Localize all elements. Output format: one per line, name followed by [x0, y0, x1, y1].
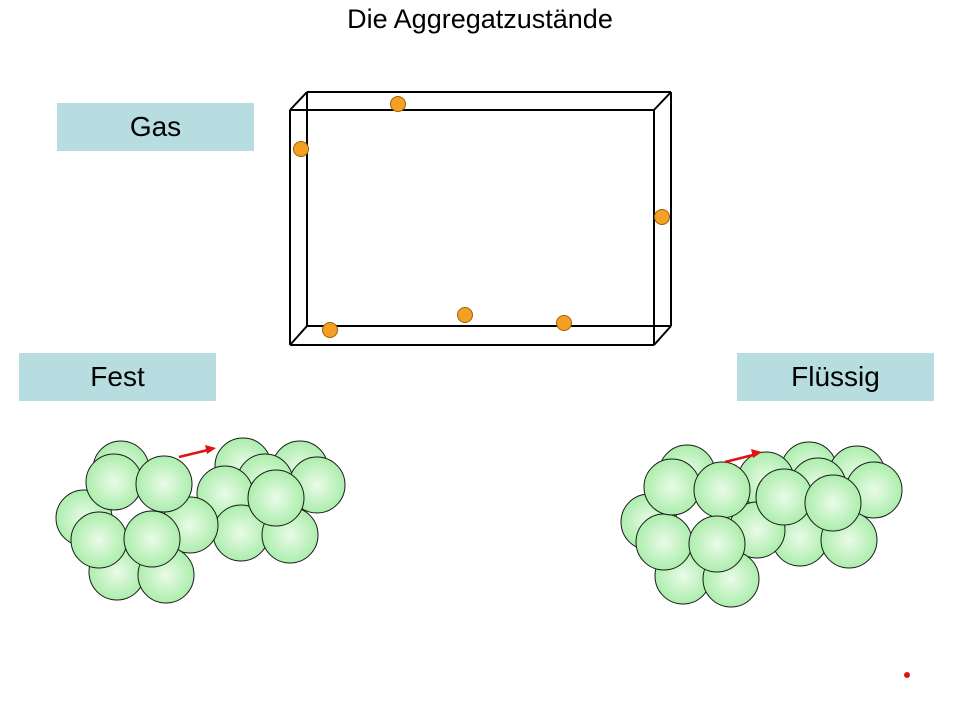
solid-particle — [85, 453, 143, 511]
gas-particle — [322, 322, 338, 338]
solid-particle — [123, 510, 181, 568]
pointer-dot — [904, 672, 910, 678]
label-fluessig: Flüssig — [737, 353, 934, 401]
container-edge-tl — [289, 91, 308, 111]
gas-particle — [293, 141, 309, 157]
liquid-particle — [804, 474, 862, 532]
motion-arrow-icon — [724, 452, 758, 464]
gas-particle — [457, 307, 473, 323]
container-edge-bl — [289, 325, 308, 346]
container-edge-tr — [653, 91, 672, 111]
liquid-particle — [688, 515, 746, 573]
box-container-icon — [289, 91, 672, 346]
liquid-particle — [635, 513, 693, 571]
solid-particle — [247, 469, 305, 527]
gas-particle — [654, 209, 670, 225]
liquid-particle — [643, 458, 701, 516]
solid-particle — [70, 511, 128, 569]
liquid-particle — [693, 461, 751, 519]
arrowhead-icon — [751, 449, 762, 458]
label-fest: Fest — [19, 353, 216, 401]
solid-particle-cluster — [55, 437, 346, 604]
label-gas: Gas — [57, 103, 254, 151]
liquid-particle — [755, 468, 813, 526]
container-edge-br — [653, 325, 672, 346]
slide-title: Die Aggregatzustände — [347, 4, 613, 34]
liquid-particle-cluster — [620, 441, 903, 608]
gas-particles — [293, 96, 670, 338]
gas-particle — [390, 96, 406, 112]
arrowhead-icon — [205, 445, 216, 454]
solid-particle — [135, 455, 193, 513]
gas-particle — [556, 315, 572, 331]
